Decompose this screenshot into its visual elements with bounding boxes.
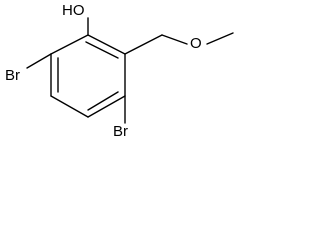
bromo-bottom-label: Br: [113, 123, 128, 140]
hydroxyl-label: HO: [62, 2, 85, 19]
methoxy-oxygen-label: O: [190, 35, 202, 52]
ring-bond-c3-c4: [87, 95, 126, 118]
bromo-left-label: Br: [5, 67, 20, 84]
bond-bromo-left: [26, 53, 52, 69]
molecule-structure: HO Br Br O: [5, 2, 234, 140]
ring-double-bond-inner-right-top: [85, 41, 119, 59]
bond-ring-ch2: [124, 34, 163, 55]
benzene-ring: [50, 34, 126, 118]
ring-bond-c4-c5: [50, 95, 89, 118]
ring-bond-c6-c1: [50, 34, 89, 55]
ring-double-bond-inner-right-bottom: [87, 91, 119, 111]
bond-oxygen-methyl: [206, 32, 234, 45]
ring-bond-c1-c2: [87, 34, 126, 55]
bond-ch2-oxygen: [161, 34, 188, 45]
